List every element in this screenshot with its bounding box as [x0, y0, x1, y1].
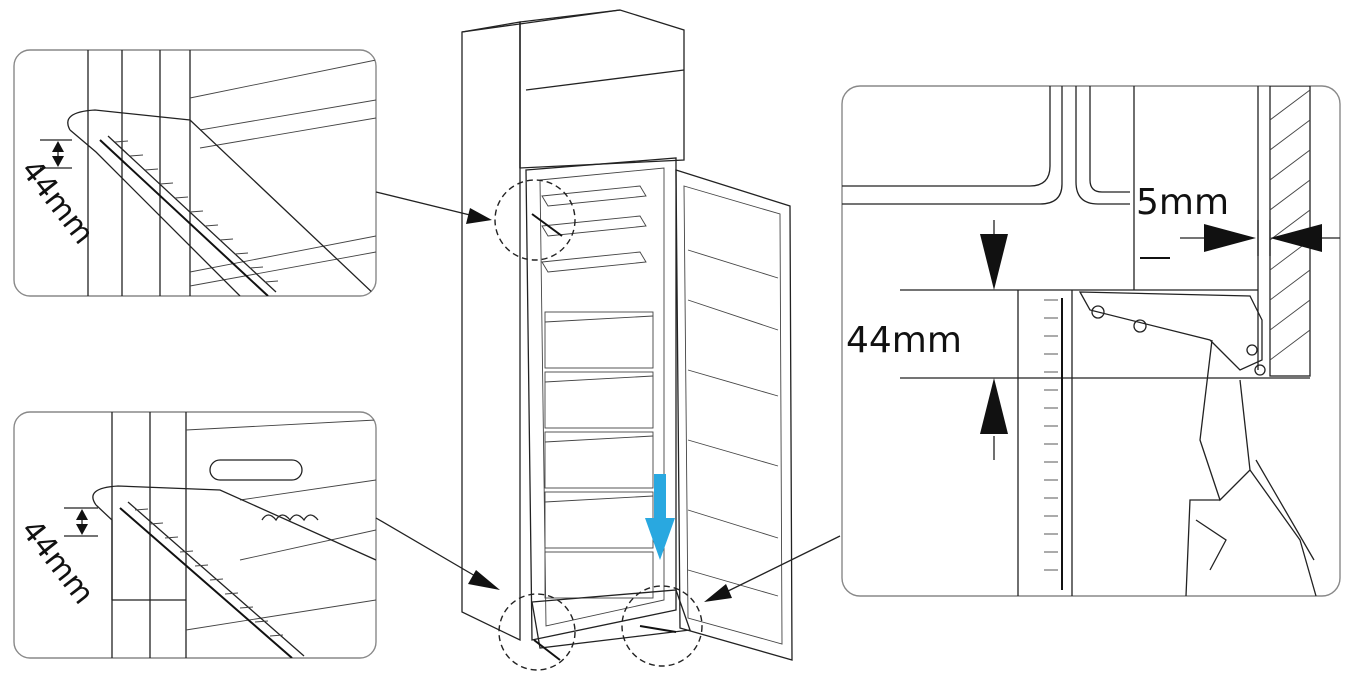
leader-arrows: [375, 191, 841, 602]
dimension-arrow-top-left: [40, 139, 72, 169]
detail-panel-right: 5mm 44mm: [841, 85, 1341, 597]
height-dimension-arrows: [980, 220, 1008, 460]
door-hinge: [1078, 291, 1317, 596]
dimension-arrow-bottom-left: [64, 507, 98, 537]
gap-dimension-arrows: [1180, 220, 1340, 256]
height-dimension-label: 44mm: [846, 320, 962, 361]
serration-ticks-top-left: [114, 140, 279, 283]
zoom-circle-bottom-left: [498, 593, 576, 671]
detail-panel-bottom-left: 44mm: [13, 411, 377, 659]
detail-panel-top-left: 44mm: [13, 49, 377, 297]
serration-ticks-bottom-left: [134, 508, 284, 637]
zoom-circle-bottom-right: [621, 585, 703, 667]
serration-ticks-right: [1044, 299, 1058, 571]
zoom-circle-top: [494, 179, 576, 261]
gap-dimension-label: 5mm: [1136, 182, 1229, 223]
arrow-down-icon: [645, 474, 675, 560]
fridge-cabinet-drawing: [461, 9, 793, 671]
